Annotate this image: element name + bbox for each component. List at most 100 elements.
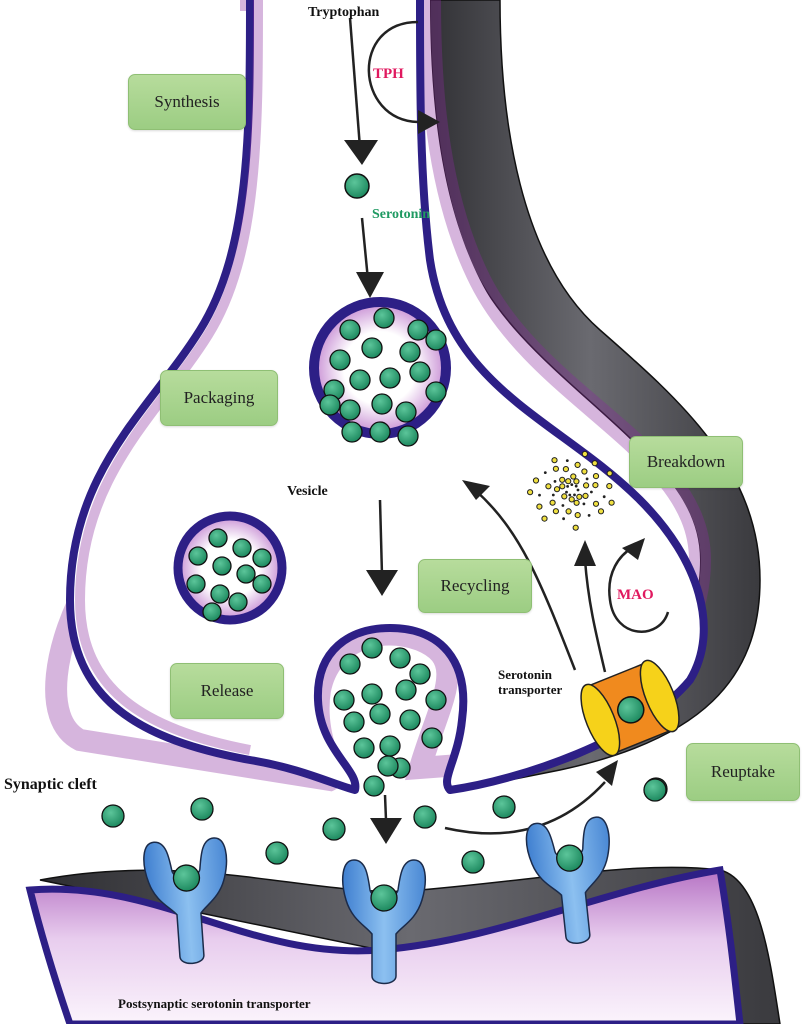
breakdown-particle bbox=[551, 457, 558, 464]
breakdown-particle bbox=[553, 486, 561, 493]
breakdown-particle bbox=[583, 482, 590, 489]
serotonin-transporter-label-line2: transporter bbox=[498, 682, 562, 697]
breakdown-particle bbox=[538, 493, 541, 497]
presynaptic-membrane-inner-line bbox=[74, 0, 263, 755]
serotonin-molecule bbox=[344, 173, 370, 199]
serotonin-molecule bbox=[389, 647, 411, 669]
serotonin-molecule bbox=[339, 653, 361, 675]
breakdown-particle bbox=[565, 508, 572, 515]
breakdown-particle bbox=[565, 459, 569, 462]
breakdown-particle bbox=[559, 476, 566, 483]
breakdown-particle bbox=[559, 483, 566, 490]
tryptophan-arrowhead-icon bbox=[344, 140, 378, 165]
pathway-arrows bbox=[344, 17, 670, 844]
breakdown-particle bbox=[568, 496, 575, 503]
tph-curve-arrow bbox=[367, 20, 419, 124]
serotonin-molecule bbox=[399, 709, 421, 731]
vesicle-to-release-arrowhead-icon bbox=[366, 570, 398, 596]
breakdown-particle bbox=[545, 483, 552, 490]
breakdown-particle bbox=[551, 493, 555, 497]
breakdown-particle bbox=[541, 515, 548, 522]
serotonin-molecule bbox=[252, 574, 272, 594]
breakdown-particle bbox=[582, 492, 589, 499]
serotonin-molecule bbox=[349, 369, 371, 391]
breakdown-particle bbox=[536, 503, 543, 510]
vesicle-large bbox=[309, 297, 451, 447]
breakdown-particle bbox=[527, 489, 534, 496]
serotonin-molecule bbox=[397, 425, 419, 447]
breakdown-particle bbox=[576, 488, 580, 492]
breakdown-particle bbox=[566, 485, 569, 488]
breakdown-particle bbox=[587, 514, 591, 517]
serotonin-transporter bbox=[580, 659, 680, 757]
serotonin-molecule bbox=[236, 564, 256, 584]
stage-packaging: Packaging bbox=[160, 370, 278, 426]
cleft-release-arrowhead-icon bbox=[370, 818, 402, 844]
serotonin-molecule bbox=[188, 546, 208, 566]
serotonin-molecule bbox=[413, 805, 437, 829]
serotonin-molecule bbox=[395, 401, 417, 423]
reuptake-arrowhead-icon bbox=[596, 760, 618, 786]
breakdown-particle bbox=[532, 477, 540, 484]
postsynaptic-label: Postsynaptic serotonin transporter bbox=[118, 996, 311, 1011]
postsynaptic-receptor bbox=[341, 859, 427, 985]
mao-label: MAO bbox=[617, 587, 654, 603]
mao-curve-arrow bbox=[608, 546, 670, 633]
breakdown-particle bbox=[573, 493, 576, 497]
serotonin-molecule bbox=[369, 703, 391, 725]
serotonin-molecule bbox=[265, 841, 289, 865]
breakdown-particle bbox=[573, 478, 580, 485]
serotonin-molecule bbox=[339, 319, 361, 341]
breakdown-particle bbox=[574, 484, 578, 488]
serotonin-molecule bbox=[373, 307, 395, 329]
serotonin-label: Serotonin bbox=[372, 207, 430, 222]
breakdown-particle bbox=[549, 499, 556, 506]
synaptic-cleft-label: Synaptic cleft bbox=[4, 776, 98, 793]
breakdown-particle bbox=[597, 508, 605, 515]
serotonin-molecule bbox=[319, 394, 341, 416]
breakdown-particle bbox=[565, 478, 572, 485]
serotonin-molecule bbox=[409, 663, 431, 685]
serotonin-molecule bbox=[101, 804, 125, 828]
breakdown-particle bbox=[606, 470, 613, 477]
breakdown-particle bbox=[543, 471, 547, 474]
breakdown-particle bbox=[574, 512, 581, 519]
serotonin-molecule bbox=[425, 329, 447, 351]
postsynaptic-membrane bbox=[25, 865, 744, 1024]
serotonin-molecule bbox=[252, 548, 272, 568]
postsynaptic-receptors bbox=[143, 816, 610, 985]
transported-serotonin bbox=[616, 696, 645, 724]
serotonin-molecule bbox=[186, 574, 206, 594]
stage-recycling: Recycling bbox=[418, 559, 532, 613]
serotonin-molecule bbox=[371, 393, 393, 415]
serotonin-molecule bbox=[208, 528, 228, 548]
breakdown-arrowhead-icon bbox=[574, 540, 596, 566]
breakdown-particle bbox=[581, 450, 589, 458]
serotonin-molecule bbox=[643, 778, 667, 802]
vesicle-label: Vesicle bbox=[287, 484, 328, 499]
serotonin-to-vesicle-arrow bbox=[360, 217, 370, 281]
stage-synthesis: Synthesis bbox=[128, 74, 246, 130]
breakdown-particle bbox=[570, 483, 574, 486]
breakdown-particle bbox=[590, 490, 593, 494]
serotonin-molecule bbox=[377, 755, 399, 777]
breakdown-particle bbox=[570, 473, 577, 480]
breakdown-particle bbox=[602, 495, 606, 499]
breakdown-particle bbox=[606, 483, 613, 490]
breakdown-particle bbox=[561, 504, 565, 507]
serotonin-molecule bbox=[212, 556, 232, 576]
cleft-release-arrow bbox=[383, 794, 388, 821]
serotonin-molecule bbox=[369, 421, 391, 443]
serotonin-molecule bbox=[343, 711, 365, 733]
serotonin-molecule bbox=[395, 679, 417, 701]
bound-serotonin bbox=[172, 864, 201, 892]
recycling-arrowhead-icon bbox=[462, 480, 490, 500]
breakdown-particle bbox=[552, 508, 560, 515]
breakdown-particle bbox=[565, 490, 568, 494]
breakdown-particle bbox=[553, 480, 557, 483]
breakdown-particle bbox=[561, 493, 568, 500]
serotonin-molecule bbox=[425, 689, 447, 711]
breakdown-particle bbox=[562, 517, 565, 521]
serotonin-molecule bbox=[333, 689, 355, 711]
serotonin-molecule bbox=[361, 683, 383, 705]
